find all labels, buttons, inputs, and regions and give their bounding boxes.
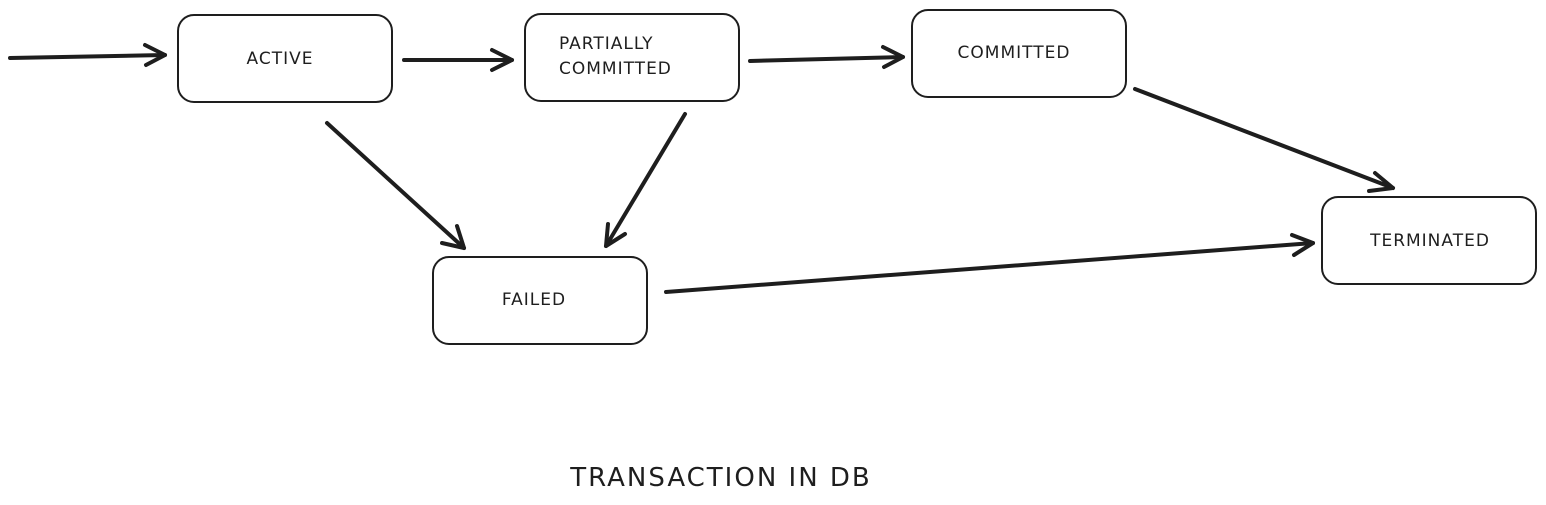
- edge-partially-committed-to-failed: [604, 112, 687, 248]
- state-committed-box: [911, 9, 1127, 98]
- state-partially-committed: PARTIALLY COMMITTED: [524, 13, 740, 102]
- state-failed: FAILED: [432, 256, 648, 345]
- state-active-label: ACTIVE: [247, 49, 314, 69]
- edge-partially-committed-to-committed: [748, 45, 905, 69]
- state-failed-label: FAILED: [502, 290, 566, 310]
- state-committed: COMMITTED: [911, 9, 1127, 98]
- edge-active-to-partially-committed: [402, 48, 514, 72]
- state-active-box: [177, 14, 393, 103]
- edge-start-to-active: [8, 43, 167, 67]
- state-failed-box: [432, 256, 648, 345]
- state-committed-label: COMMITTED: [958, 43, 1071, 63]
- edge-active-to-failed: [325, 121, 466, 250]
- state-terminated-label: TERMINATED: [1369, 231, 1490, 251]
- state-terminated-box: [1321, 196, 1537, 285]
- state-partially-committed-label-line1: PARTIALLY: [559, 34, 653, 54]
- state-partially-committed-box: [524, 13, 740, 102]
- state-active: ACTIVE: [177, 14, 393, 103]
- state-terminated: TERMINATED: [1321, 196, 1537, 285]
- diagram-title: TRANSACTION IN DB: [569, 463, 872, 493]
- edge-failed-to-terminated: [664, 233, 1315, 294]
- state-partially-committed-label-line2: COMMITTED: [559, 59, 672, 79]
- edge-committed-to-terminated: [1133, 87, 1395, 193]
